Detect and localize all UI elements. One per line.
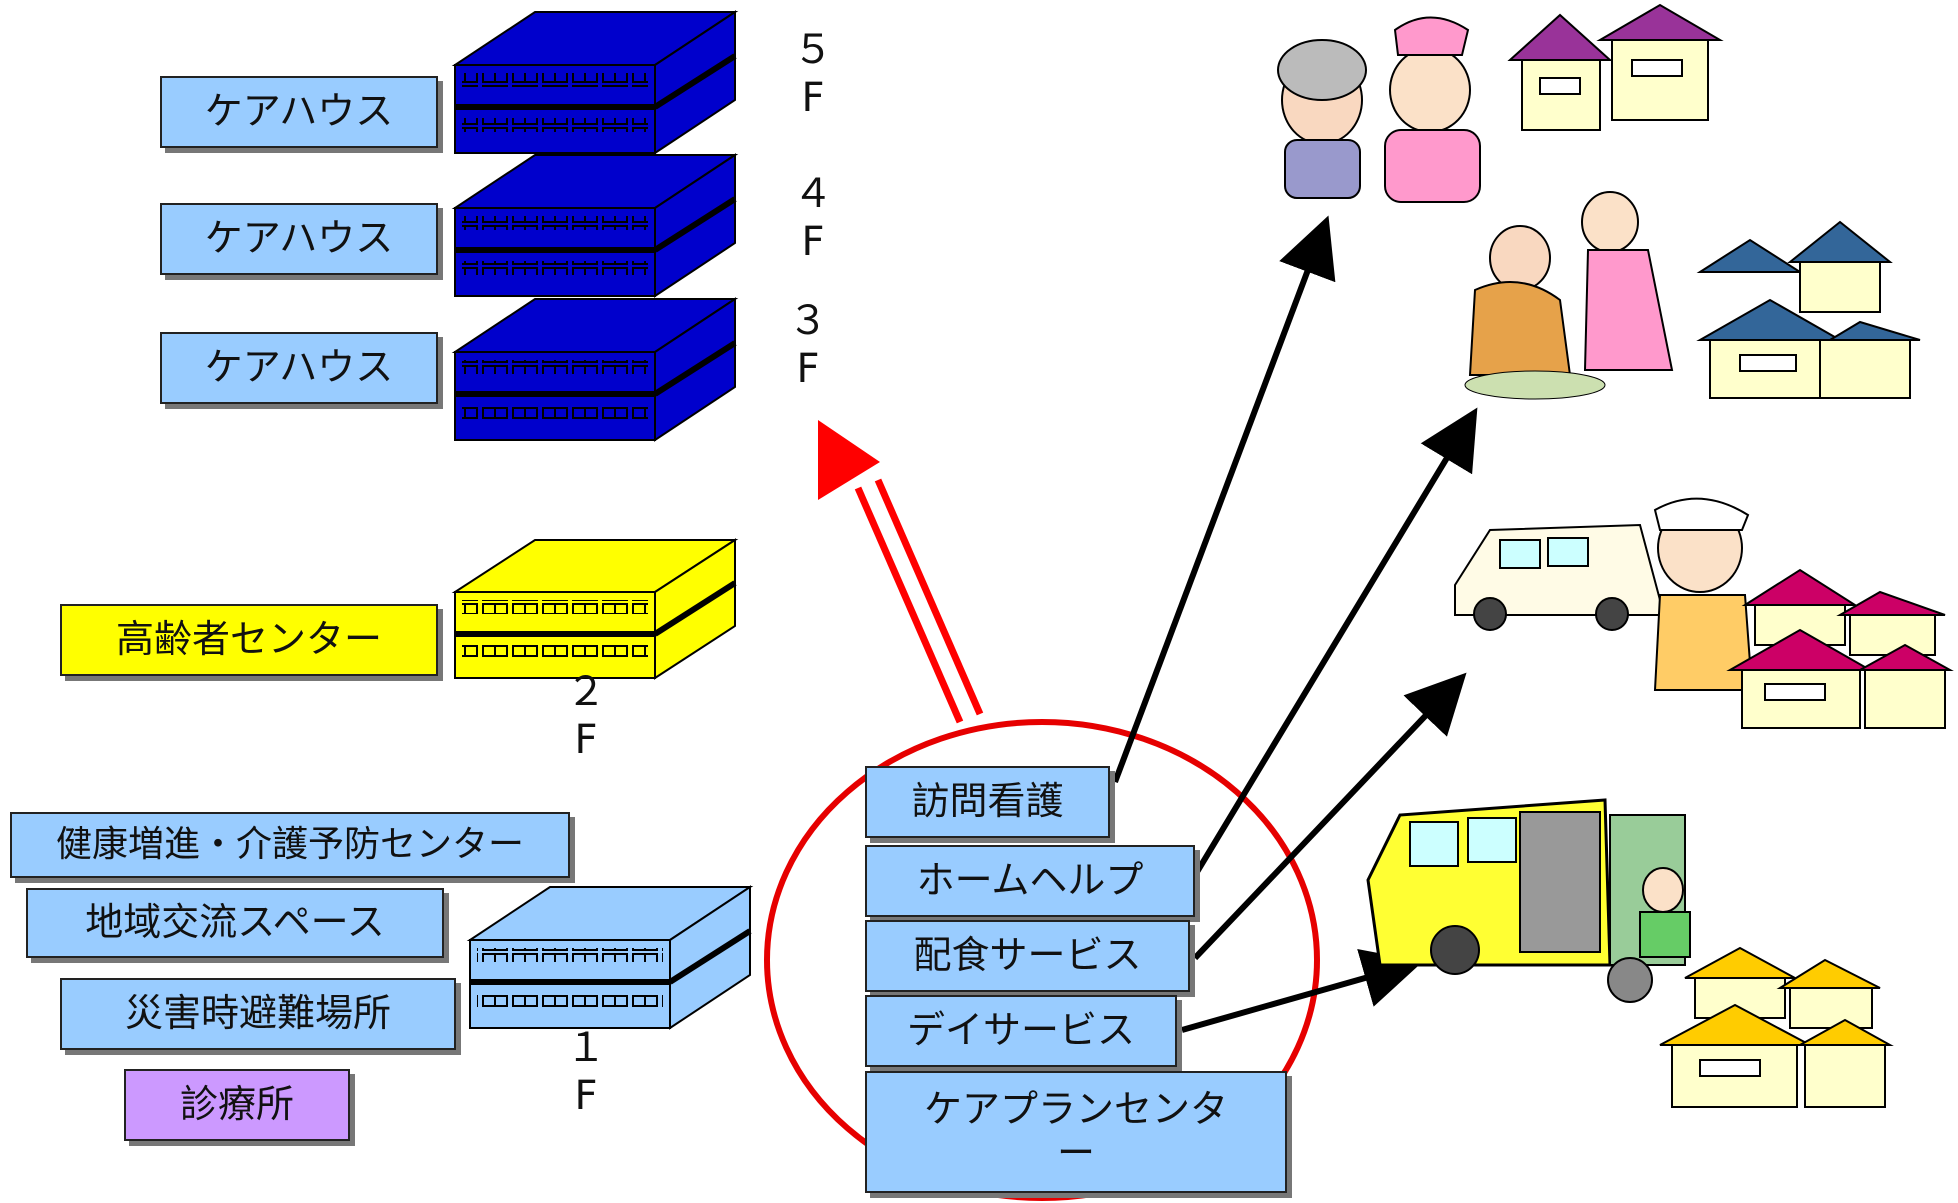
houses-4 [1659, 946, 1894, 1108]
meal-delivery-van-illustration [1454, 497, 1754, 691]
services-circle [764, 719, 1320, 1201]
wheelchair-van-illustration [1366, 798, 1691, 1003]
clinic-label: 診療所 [124, 1069, 350, 1141]
visiting-nursing-label: 訪問看護 [865, 766, 1110, 838]
care-house-label-4f: ケアハウス [160, 203, 438, 275]
floor-number-1f: １ F [566, 1025, 606, 1119]
houses-1 [1507, 3, 1724, 131]
floor-number-3f: ３ F [788, 298, 828, 392]
floor-number-4f: ４ F [793, 171, 833, 265]
disaster-shelter-label: 災害時避難場所 [60, 978, 456, 1050]
caregiver-helping-elderly-illustration [1464, 191, 1674, 400]
service-arrows [1112, 215, 1478, 1033]
care-plan-center-label: ケアプランセンター [865, 1071, 1287, 1193]
meal-delivery-label: 配食サービス [865, 920, 1190, 992]
red-up-arrow [818, 420, 984, 724]
building-2f [451, 538, 739, 680]
care-house-label-5f: ケアハウス [160, 76, 438, 148]
day-service-label: デイサービス [865, 995, 1177, 1067]
houses-3 [1726, 568, 1954, 729]
elderly-center-label: 高齢者センター [60, 604, 438, 676]
building-5f [451, 10, 739, 155]
floor-number-5f: ５ F [793, 27, 833, 121]
floor-number-2f: ２ F [566, 669, 606, 763]
community-space-label: 地域交流スペース [26, 888, 444, 958]
building-3f [451, 297, 739, 442]
health-promotion-center-label: 健康増進・介護予防センター [10, 812, 570, 878]
building-1f [466, 885, 754, 1030]
building-4f [451, 153, 739, 298]
care-house-label-3f: ケアハウス [160, 332, 438, 404]
home-help-label: ホームヘルプ [865, 845, 1195, 917]
nurse-with-elderly-illustration [1277, 16, 1481, 203]
houses-2 [1696, 220, 1921, 399]
